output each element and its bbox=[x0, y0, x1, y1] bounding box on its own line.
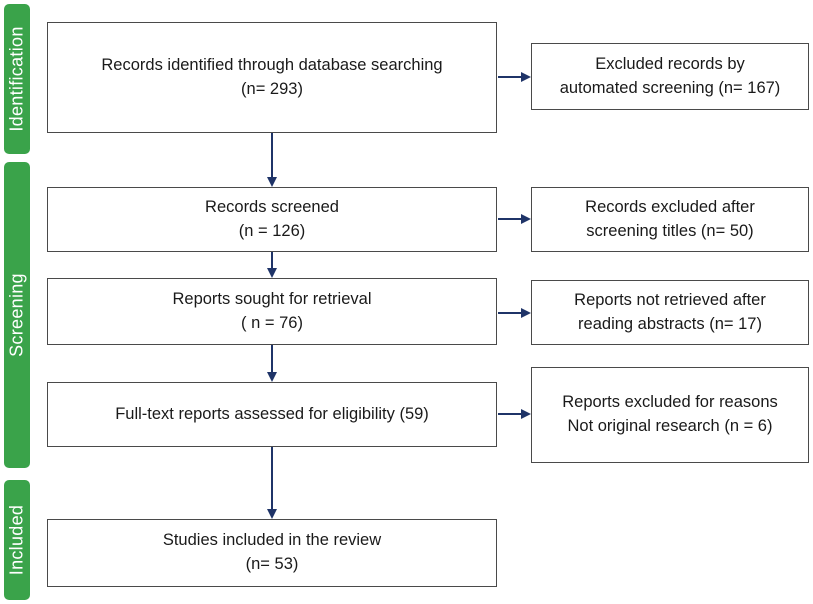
box-excluded-titles-line1: Records excluded after bbox=[585, 197, 755, 216]
box-excluded-automated: Excluded records by automated screening … bbox=[531, 43, 809, 110]
phase-screening: Screening bbox=[4, 162, 30, 468]
box-excluded-automated-line1: Excluded records by bbox=[595, 54, 745, 73]
phase-identification: Identification bbox=[4, 4, 30, 154]
box-excluded-automated-line2: automated screening (n= 167) bbox=[559, 78, 781, 97]
box-reports-sought: Reports sought for retrieval ( n = 76) bbox=[47, 278, 497, 345]
box-records-identified-line2: (n= 293) bbox=[241, 79, 303, 98]
phase-included: Included bbox=[4, 480, 30, 600]
box-excluded-reasons-line2: Not original research (n = 6) bbox=[567, 417, 773, 435]
box-records-screened-line2: (n = 126) bbox=[238, 221, 306, 240]
box-records-screened-line1: Records screened bbox=[205, 197, 339, 216]
box-records-screened: Records screened (n = 126) bbox=[47, 187, 497, 252]
box-not-retrieved-line1: Reports not retrieved after bbox=[574, 290, 766, 309]
box-studies-included-line2: (n= 53) bbox=[245, 555, 299, 573]
box-not-retrieved-line2: reading abstracts (n= 17) bbox=[578, 314, 762, 333]
box-reports-sought-line2: ( n = 76) bbox=[241, 313, 303, 332]
box-excluded-reasons-line1: Reports excluded for reasons bbox=[562, 393, 778, 412]
box-reports-assessed-line1: Full-text reports assessed for eligibili… bbox=[115, 404, 429, 423]
box-excluded-reasons: Reports excluded for reasons Not origina… bbox=[531, 367, 809, 463]
box-excluded-titles-line2: screening titles (n= 50) bbox=[586, 221, 754, 240]
box-records-identified: Records identified through database sear… bbox=[47, 22, 497, 133]
box-studies-included: Studies included in the review (n= 53) bbox=[47, 519, 497, 587]
box-records-identified-line1: Records identified through database sear… bbox=[101, 55, 443, 74]
box-reports-assessed: Full-text reports assessed for eligibili… bbox=[47, 382, 497, 447]
box-reports-sought-line1: Reports sought for retrieval bbox=[172, 289, 372, 308]
box-excluded-titles: Records excluded after screening titles … bbox=[531, 187, 809, 252]
box-not-retrieved: Reports not retrieved after reading abst… bbox=[531, 280, 809, 345]
box-studies-included-line1: Studies included in the review bbox=[162, 531, 382, 550]
